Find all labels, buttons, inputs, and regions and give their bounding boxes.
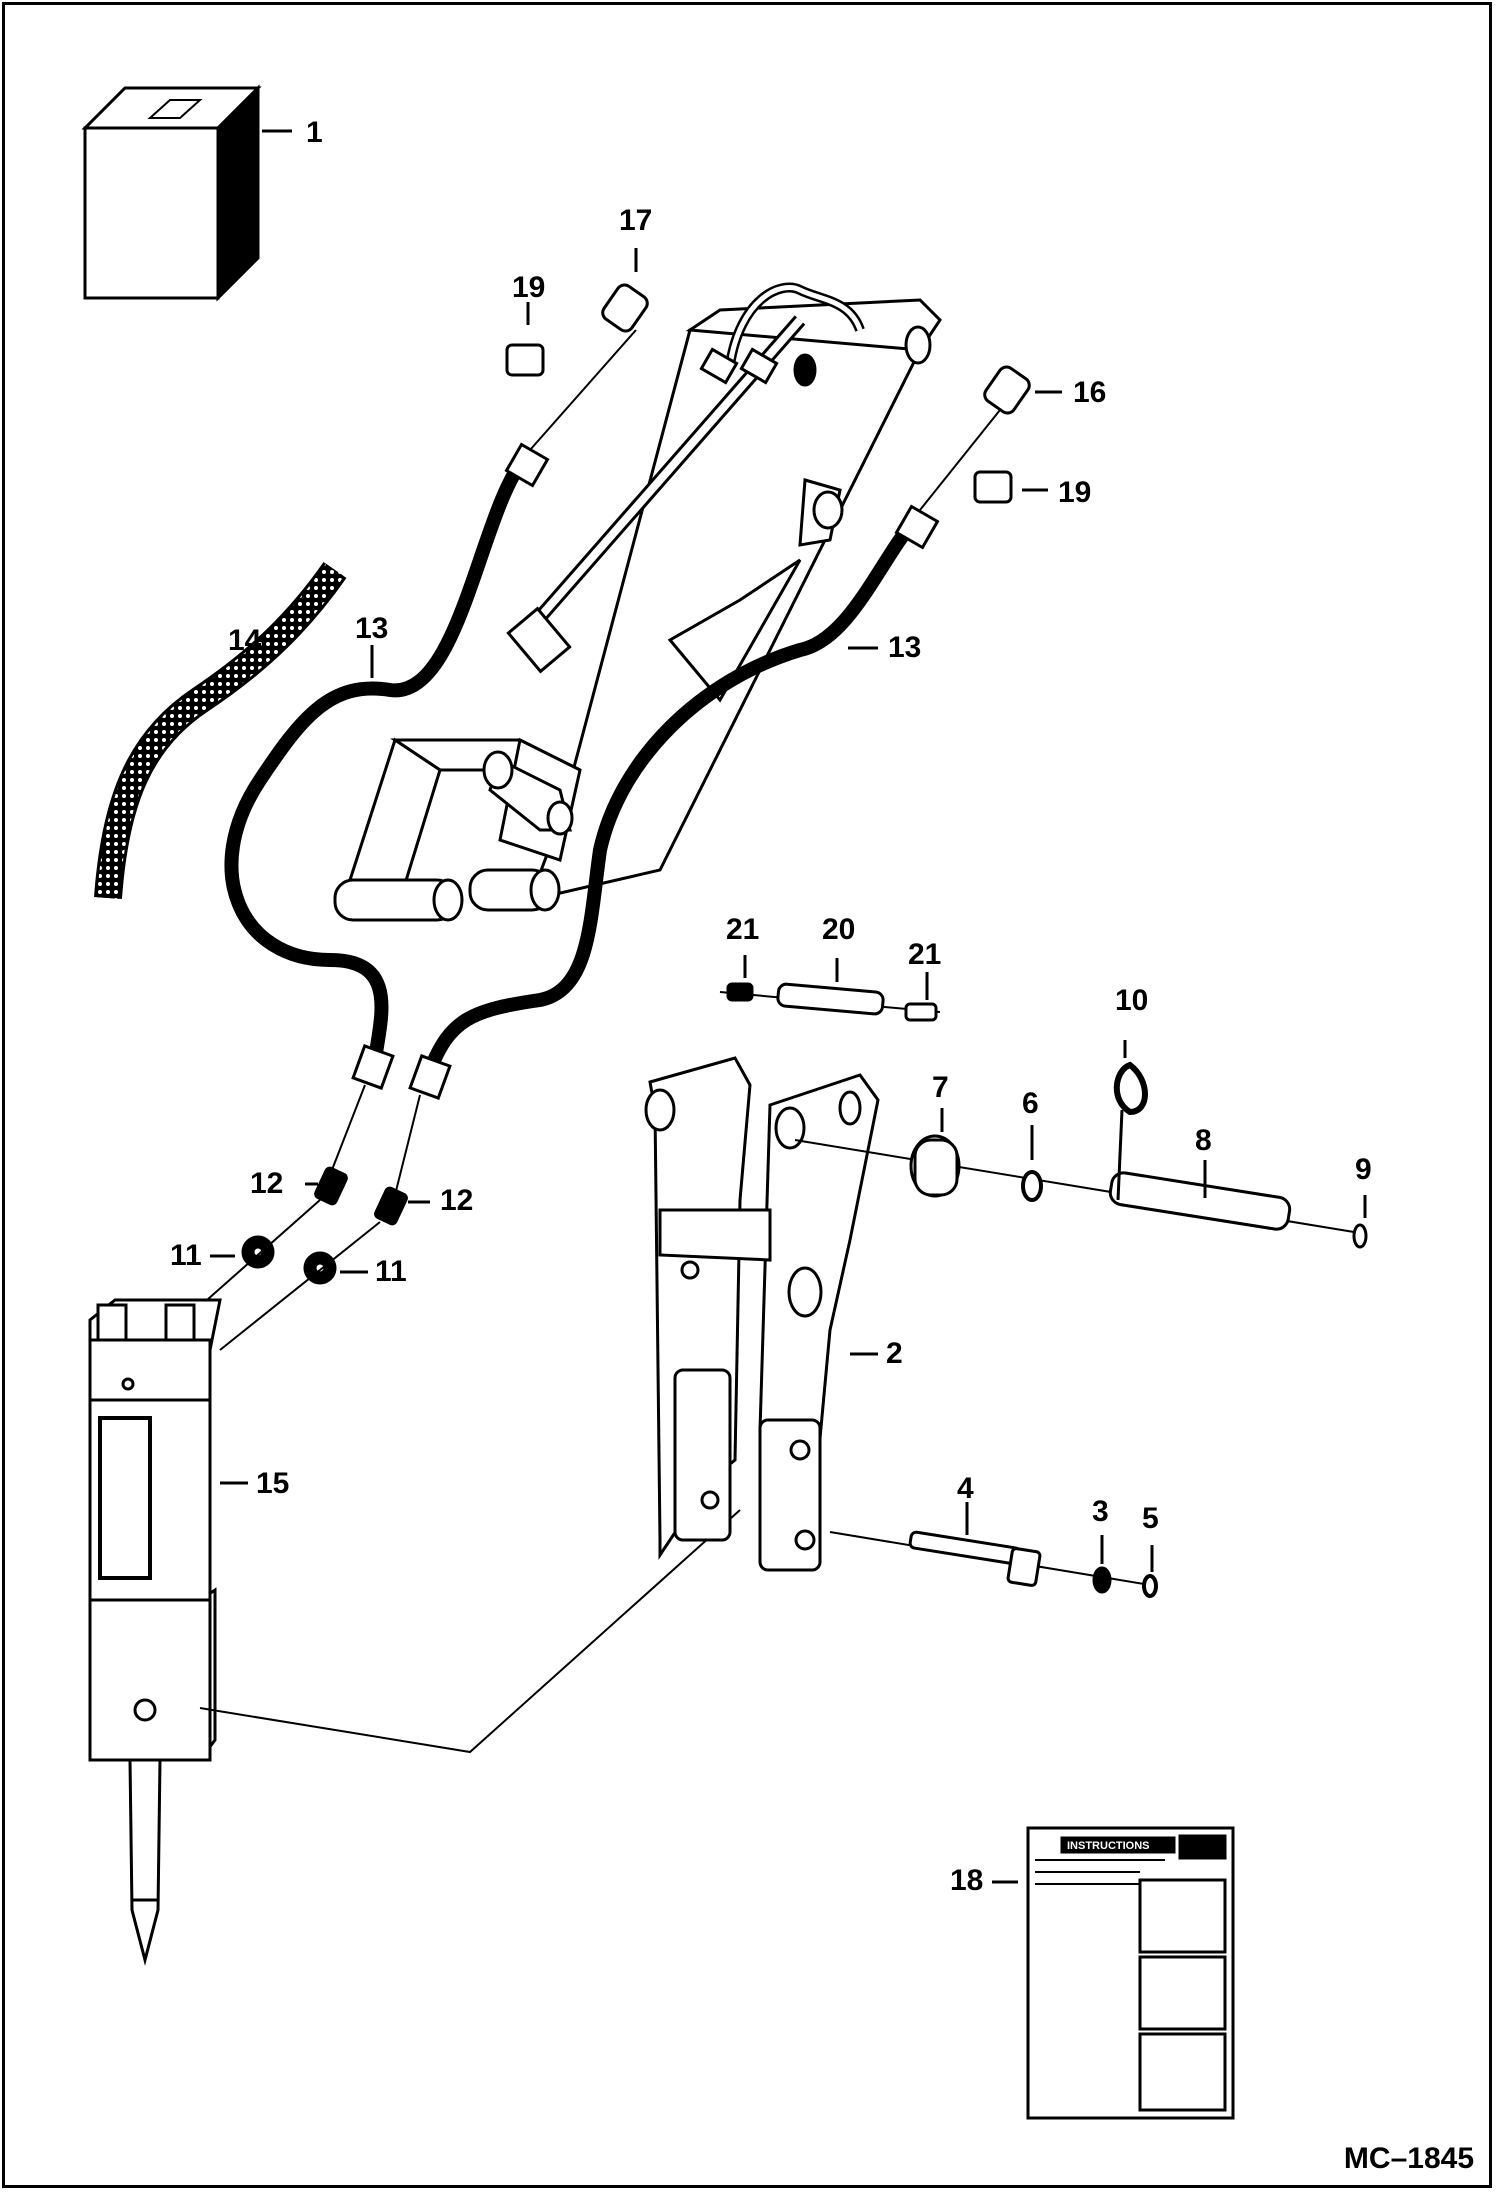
callout-13-left: 13 [355, 612, 389, 645]
callout-7: 7 [932, 1071, 949, 1104]
nut-part-19-lower [973, 470, 1048, 504]
mounting-arm [333, 282, 942, 922]
callout-12-right: 12 [440, 1184, 474, 1217]
bolt-part-4 [908, 1502, 1042, 1587]
mounting-bracket-part-2 [644, 1056, 880, 1572]
callout-6: 6 [1022, 1087, 1039, 1120]
callout-1: 1 [306, 116, 323, 149]
hose-end-fittings [351, 442, 940, 1101]
hydraulic-breaker-part-15 [88, 1298, 222, 1966]
callout-10: 10 [1115, 984, 1149, 1017]
washer-part-11-left [210, 1235, 275, 1269]
washer-part-3 [1092, 1535, 1112, 1594]
nut-part-19-upper [505, 302, 545, 377]
callout-16: 16 [1073, 376, 1107, 409]
callout-11-right: 11 [375, 1255, 407, 1288]
callout-4: 4 [957, 1472, 974, 1505]
nut-part-5 [1142, 1545, 1158, 1598]
hydraulic-hose-left-part-13 [224, 453, 531, 1061]
callout-21-right: 21 [908, 938, 942, 971]
o-ring-part-6 [1021, 1125, 1043, 1202]
callout-19-lower: 19 [1058, 476, 1092, 509]
assembly-line-17 [529, 329, 637, 451]
callout-15: 15 [256, 1467, 290, 1500]
callout-8: 8 [1195, 1124, 1212, 1157]
fitting-part-17 [601, 248, 649, 333]
callout-19-upper: 19 [512, 271, 546, 304]
assembly-line-16 [919, 409, 1001, 511]
hydraulic-hose-right-part-13 [423, 515, 921, 1073]
callout-14: 14 [228, 624, 262, 657]
pin-part-20 [776, 958, 885, 1016]
callout-20: 20 [822, 913, 856, 946]
instructions-sheet-part-18 [1026, 1826, 1235, 2120]
callout-11-left: 11 [170, 1239, 202, 1272]
callout-18: 18 [950, 1864, 984, 1897]
callout-5: 5 [1142, 1502, 1159, 1535]
adapter-part-12-right [374, 1186, 430, 1226]
callout-2: 2 [886, 1337, 903, 1370]
assembly-lines-hoses [189, 1084, 421, 1351]
spacer-part-7 [909, 1108, 961, 1198]
callout-9: 9 [1355, 1153, 1372, 1186]
fitting-part-16 [983, 365, 1062, 415]
callout-3: 3 [1092, 1495, 1109, 1528]
assembly-line-bracket [199, 1509, 741, 1754]
callout-21-left: 21 [726, 913, 760, 946]
sleeve-braid-pattern [97, 563, 345, 899]
instructions-heading: INSTRUCTIONS [1067, 1840, 1150, 1852]
grease-fitting-part-21-right [904, 972, 938, 1022]
grease-fitting-part-21-left [726, 955, 754, 1002]
pivot-pin-part-8 [1108, 1160, 1292, 1231]
callout-17: 17 [619, 204, 653, 237]
callout-13-right: 13 [888, 631, 922, 664]
kit-box-part-1 [81, 84, 262, 302]
figure-code: MC–1845 [1343, 2142, 1474, 2175]
adapter-part-12-left [305, 1166, 348, 1206]
callout-12-left: 12 [250, 1167, 284, 1200]
retaining-ring-part-9 [1352, 1195, 1368, 1249]
lynch-pin-part-10 [1113, 1040, 1148, 1201]
